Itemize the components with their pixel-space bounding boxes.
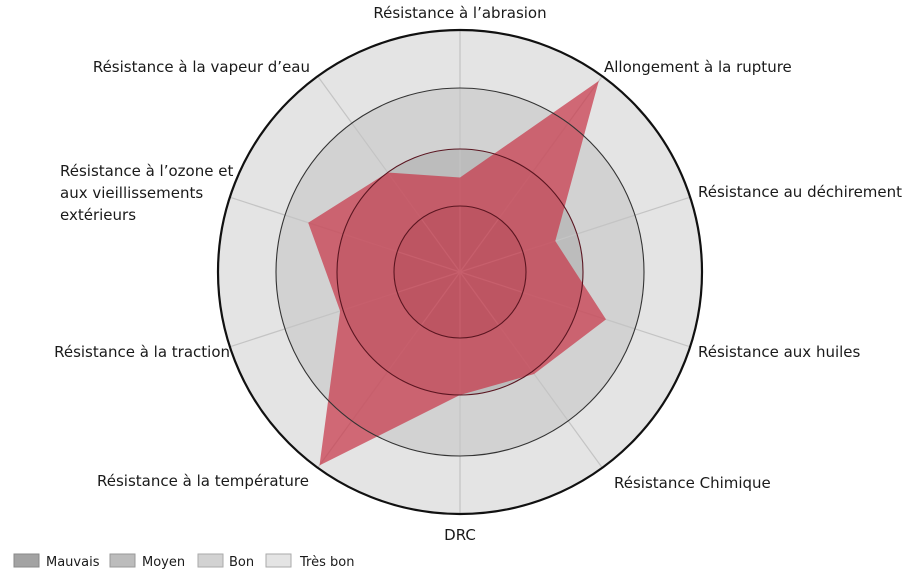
axis-label-temperature: Résistance à la température <box>97 472 309 490</box>
legend-label-bon: Bon <box>229 555 254 570</box>
axis-label-vapeur: Résistance à la vapeur d’eau <box>93 58 310 76</box>
legend-swatch-tres-bon <box>265 553 292 568</box>
ring-outline <box>216 28 704 516</box>
axis-label-ozone-line1: Résistance à l’ozone et <box>60 162 233 180</box>
legend-label-tres-bon: Très bon <box>299 555 354 570</box>
axis-label-chimique: Résistance Chimique <box>614 474 771 492</box>
axis-label-ozone-line2: aux vieillissements <box>60 184 203 202</box>
axis-label-drc: DRC <box>444 526 476 544</box>
axis-label-ozone-line3: extérieurs <box>60 206 136 224</box>
axis-label-dechirement: Résistance au déchirement <box>698 183 902 201</box>
legend-swatch-mauvais <box>13 553 40 568</box>
legend: Mauvais Moyen Bon Très bon <box>13 553 354 570</box>
axis-label-abrasion: Résistance à l’abrasion <box>373 4 546 22</box>
ring-outline <box>336 148 584 396</box>
axis-label-huiles: Résistance aux huiles <box>698 343 861 361</box>
ring-outlines <box>216 28 704 516</box>
legend-label-moyen: Moyen <box>142 555 185 570</box>
axis-label-allongement: Allongement à la rupture <box>604 58 792 76</box>
axis-label-traction: Résistance à la traction <box>54 343 230 361</box>
legend-swatch-bon <box>197 553 224 568</box>
ring-outline <box>393 205 527 339</box>
legend-swatch-moyen <box>109 553 136 568</box>
legend-label-mauvais: Mauvais <box>46 555 100 570</box>
ring-outline <box>275 87 645 457</box>
